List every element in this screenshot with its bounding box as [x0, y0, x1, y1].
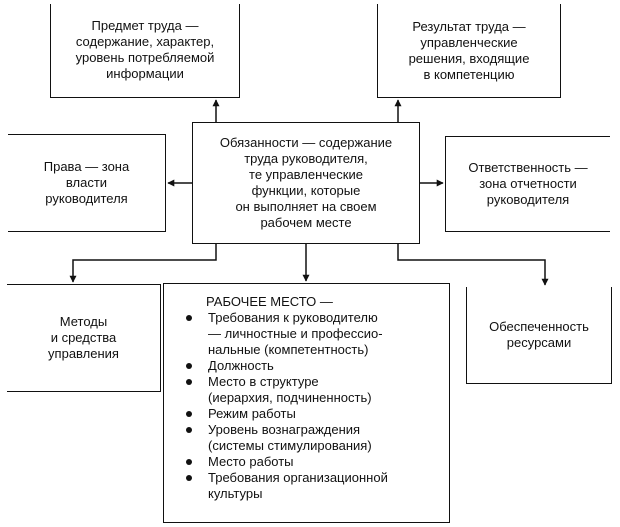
node-text-line: Обязанности — содержание [219, 135, 393, 150]
node-text-line: и средства [50, 330, 117, 345]
edge-duties-resources [397, 244, 549, 286]
node-text-line: руководителя [486, 192, 570, 207]
bullet-icon [186, 411, 192, 417]
list-item-line: Уровень вознаграждения [208, 422, 361, 437]
node-text-line: управленческие [420, 34, 518, 50]
bullet-icon [186, 427, 192, 433]
node-workplace: РАБОЧЕЕ МЕСТО — Требования к руководител… [163, 283, 450, 523]
node-text-line: содержание, характер, [75, 33, 215, 49]
workplace-list: Требования к руководителю — личностные и… [186, 310, 388, 502]
list-item-line: Место работы [208, 454, 294, 469]
node-resource-provision: Обеспеченность ресурсами [466, 287, 612, 384]
list-item-line: — личностные и профессио- [208, 326, 383, 341]
workplace-list-item: Требования к руководителю — личностные и… [186, 310, 388, 358]
list-item-line: (иерархия, подчиненность) [208, 390, 372, 405]
list-item-line: Требования к руководителю [208, 310, 378, 325]
edge-duties-methods [69, 244, 217, 283]
workplace-list-item: Режим работы [186, 406, 388, 422]
node-labor-result: Результат труда — управленческие решения… [377, 4, 561, 98]
list-item-line: культуры [208, 486, 263, 501]
node-text-line: решения, входящие [408, 50, 530, 66]
list-item-line: Должность [208, 358, 274, 373]
bullet-icon [186, 379, 192, 385]
list-item-line: Место в структуре [208, 374, 319, 389]
workplace-title: РАБОЧЕЕ МЕСТО — [206, 294, 333, 309]
node-text-line: функции, которые [251, 183, 361, 198]
node-text-line: Методы [59, 314, 108, 329]
node-text-line: зона отчетности [479, 176, 577, 191]
workplace-list-item: Уровень вознаграждения (системы стимулир… [186, 422, 388, 454]
node-text-line: труда руководителя, [244, 151, 368, 166]
node-text-line: те управленческие [249, 167, 363, 182]
list-item-line: Режим работы [208, 406, 296, 421]
node-text-line: ресурсами [506, 335, 572, 350]
node-text-line: он выполняет на своем [235, 199, 377, 214]
node-text-line: руководителя [45, 191, 128, 206]
workplace-list-item: Требования организационной культуры [186, 470, 388, 502]
workplace-list-item: Должность [186, 358, 388, 374]
node-text-line: Ответственность — [468, 160, 588, 175]
node-text-line: уровень потребляемой [75, 49, 215, 65]
list-item-line: (системы стимулирования) [208, 438, 372, 453]
node-text-line: Предмет труда — [91, 17, 199, 33]
node-methods-and-tools: Методы и средства управления [7, 284, 161, 392]
node-duties: Обязанности — содержание труда руководит… [192, 122, 420, 244]
node-text-line: в компетенцию [423, 66, 515, 82]
node-text-line: Обеспеченность [489, 319, 589, 334]
bullet-icon [186, 315, 192, 321]
node-text-line: рабочем месте [260, 215, 352, 230]
node-text-line: управления [48, 346, 119, 361]
workplace-list-item: Место работы [186, 454, 388, 470]
node-rights: Права — зона власти руководителя [8, 134, 166, 232]
node-responsibility: Ответственность — зона отчетности руково… [445, 136, 610, 232]
node-text-line: информации [106, 65, 184, 81]
node-text-line: Права — зона [43, 159, 130, 174]
list-item-line: нальные (компетентность) [208, 342, 369, 357]
node-text-line: Результат труда — [412, 18, 526, 34]
bullet-icon [186, 475, 192, 481]
bullet-icon [186, 459, 192, 465]
workplace-list-item: Место в структуре (иерархия, подчиненнос… [186, 374, 388, 406]
bullet-icon [186, 363, 192, 369]
node-text-line: власти [65, 175, 108, 190]
list-item-line: Требования организационной [208, 470, 388, 485]
node-subject-of-labor: Предмет труда — содержание, характер, ур… [50, 4, 240, 98]
